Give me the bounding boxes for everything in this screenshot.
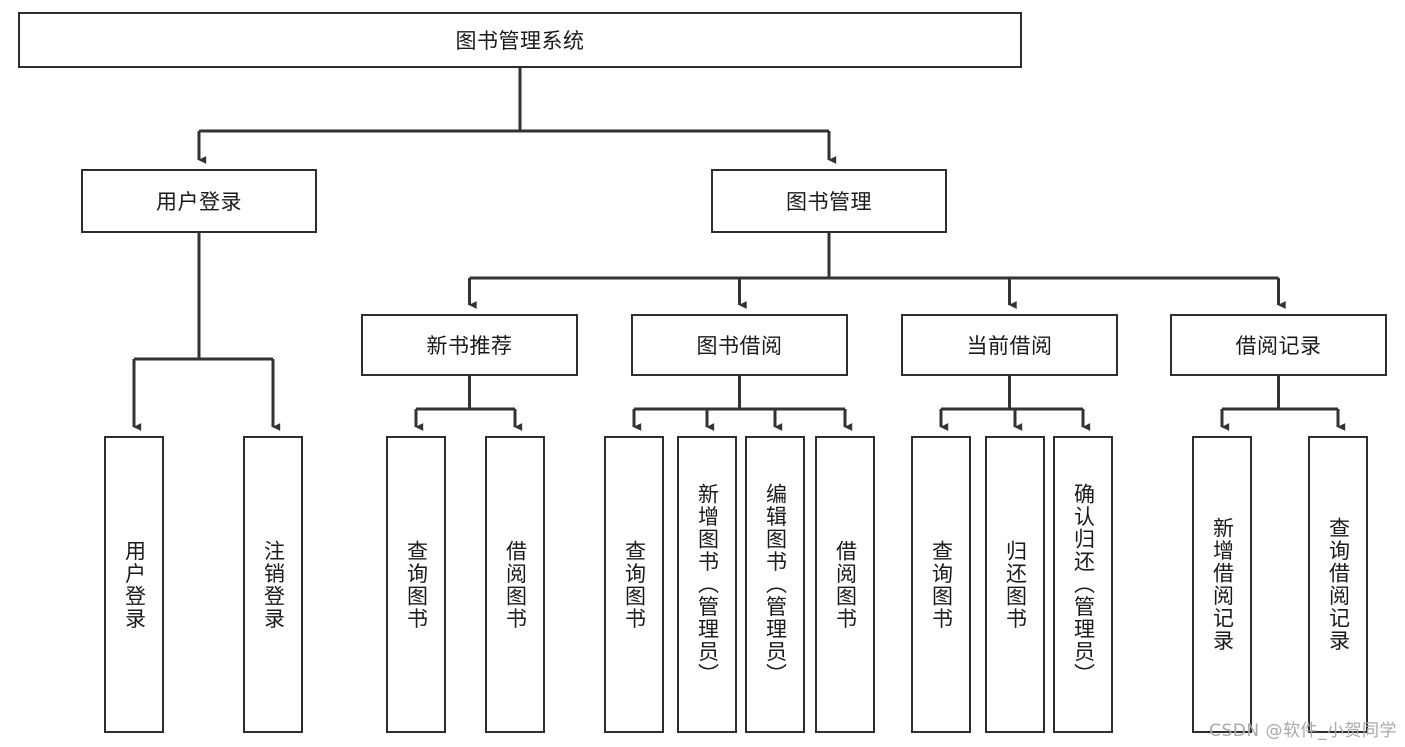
node-leaf-add-record[interactable]: 新增借阅记录 [1192,436,1252,733]
node-book-borrow[interactable]: 图书借阅 [631,314,848,376]
node-leaf-user-login[interactable]: 用户登录 [104,436,164,733]
node-leaf-query-record[interactable]: 查询借阅记录 [1308,436,1368,733]
node-label: 确认归还（管理员） [1071,483,1096,686]
node-label: 图书借阅 [696,334,783,358]
node-leaf-query-book-2[interactable]: 查询图书 [604,436,664,733]
node-root[interactable]: 图书管理系统 [18,12,1022,68]
node-label: 图书管理系统 [455,29,585,53]
node-label: 注销登录 [261,539,286,630]
node-label: 当前借阅 [966,334,1053,358]
node-label: 编辑图书（管理员） [763,483,788,686]
node-label: 新增图书（管理员） [695,483,720,686]
node-borrow-record[interactable]: 借阅记录 [1170,314,1387,376]
node-label: 查询图书 [622,539,647,630]
node-user-login[interactable]: 用户登录 [81,169,317,233]
node-leaf-borrow-book-1[interactable]: 借阅图书 [485,436,545,733]
node-leaf-confirm-return[interactable]: 确认归还（管理员） [1053,436,1113,733]
node-leaf-borrow-book-2[interactable]: 借阅图书 [815,436,875,733]
node-leaf-return-book[interactable]: 归还图书 [985,436,1045,733]
node-book-manage[interactable]: 图书管理 [711,169,947,233]
node-label: 用户登录 [122,539,147,630]
node-leaf-edit-book[interactable]: 编辑图书（管理员） [745,436,805,733]
node-new-book-recommend[interactable]: 新书推荐 [361,314,578,376]
node-current-borrow[interactable]: 当前借阅 [901,314,1118,376]
node-label: 借阅图书 [503,539,528,630]
node-leaf-logout[interactable]: 注销登录 [243,436,303,733]
node-label: 图书管理 [786,190,872,214]
node-label: 归还图书 [1003,539,1028,630]
node-label: 新书推荐 [426,334,513,358]
node-label: 查询图书 [929,539,954,630]
node-label: 用户登录 [156,190,242,214]
node-label: 借阅记录 [1235,334,1322,358]
node-label: 查询借阅记录 [1326,517,1351,652]
node-leaf-add-book[interactable]: 新增图书（管理员） [677,436,737,733]
node-label: 查询图书 [404,539,429,630]
node-label: 新增借阅记录 [1210,517,1235,652]
node-leaf-query-book-1[interactable]: 查询图书 [386,436,446,733]
node-label: 借阅图书 [833,539,858,630]
node-leaf-query-book-3[interactable]: 查询图书 [911,436,971,733]
